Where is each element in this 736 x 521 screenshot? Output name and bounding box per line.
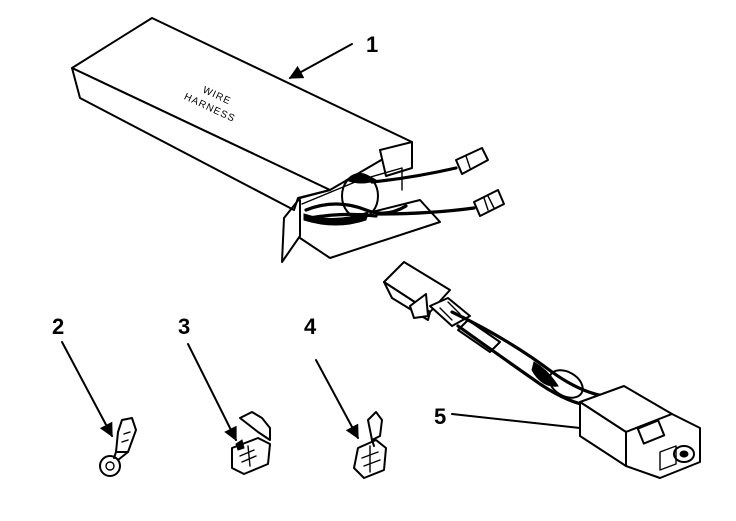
- lead-upper: [370, 166, 458, 184]
- lead-terminal-upper: [455, 147, 489, 175]
- box-open-flap: [379, 141, 413, 177]
- ring-terminal: [99, 417, 137, 477]
- callout-1-arrow: [288, 43, 353, 79]
- pigtail-wire-b: [456, 324, 594, 408]
- flag-terminal: [231, 411, 271, 475]
- lead-terminal-lower: [473, 189, 505, 217]
- coil-dark: [303, 211, 369, 226]
- callout-1-label: 1: [366, 32, 378, 57]
- callout-4-label: 4: [304, 314, 317, 339]
- callout-5-leader: [451, 413, 581, 429]
- callout-3-arrow: [187, 343, 237, 442]
- callout-3-label: 3: [178, 314, 190, 339]
- box-bottom-flap: [299, 199, 441, 259]
- callout-4-arrow: [315, 359, 359, 440]
- callout-2-arrow: [61, 341, 113, 438]
- wire-harness-box: WIRE HARNESS: [71, 17, 505, 263]
- box-opening: [281, 189, 331, 263]
- lead-lower: [376, 206, 476, 216]
- pigtail-connector: [383, 261, 701, 479]
- callout-5-label: 5: [434, 404, 446, 429]
- quick-disconnect-terminal: [353, 411, 387, 479]
- pigtail-wire-a: [450, 310, 606, 398]
- coil-wire-2: [304, 202, 408, 215]
- callout-2-label: 2: [52, 314, 64, 339]
